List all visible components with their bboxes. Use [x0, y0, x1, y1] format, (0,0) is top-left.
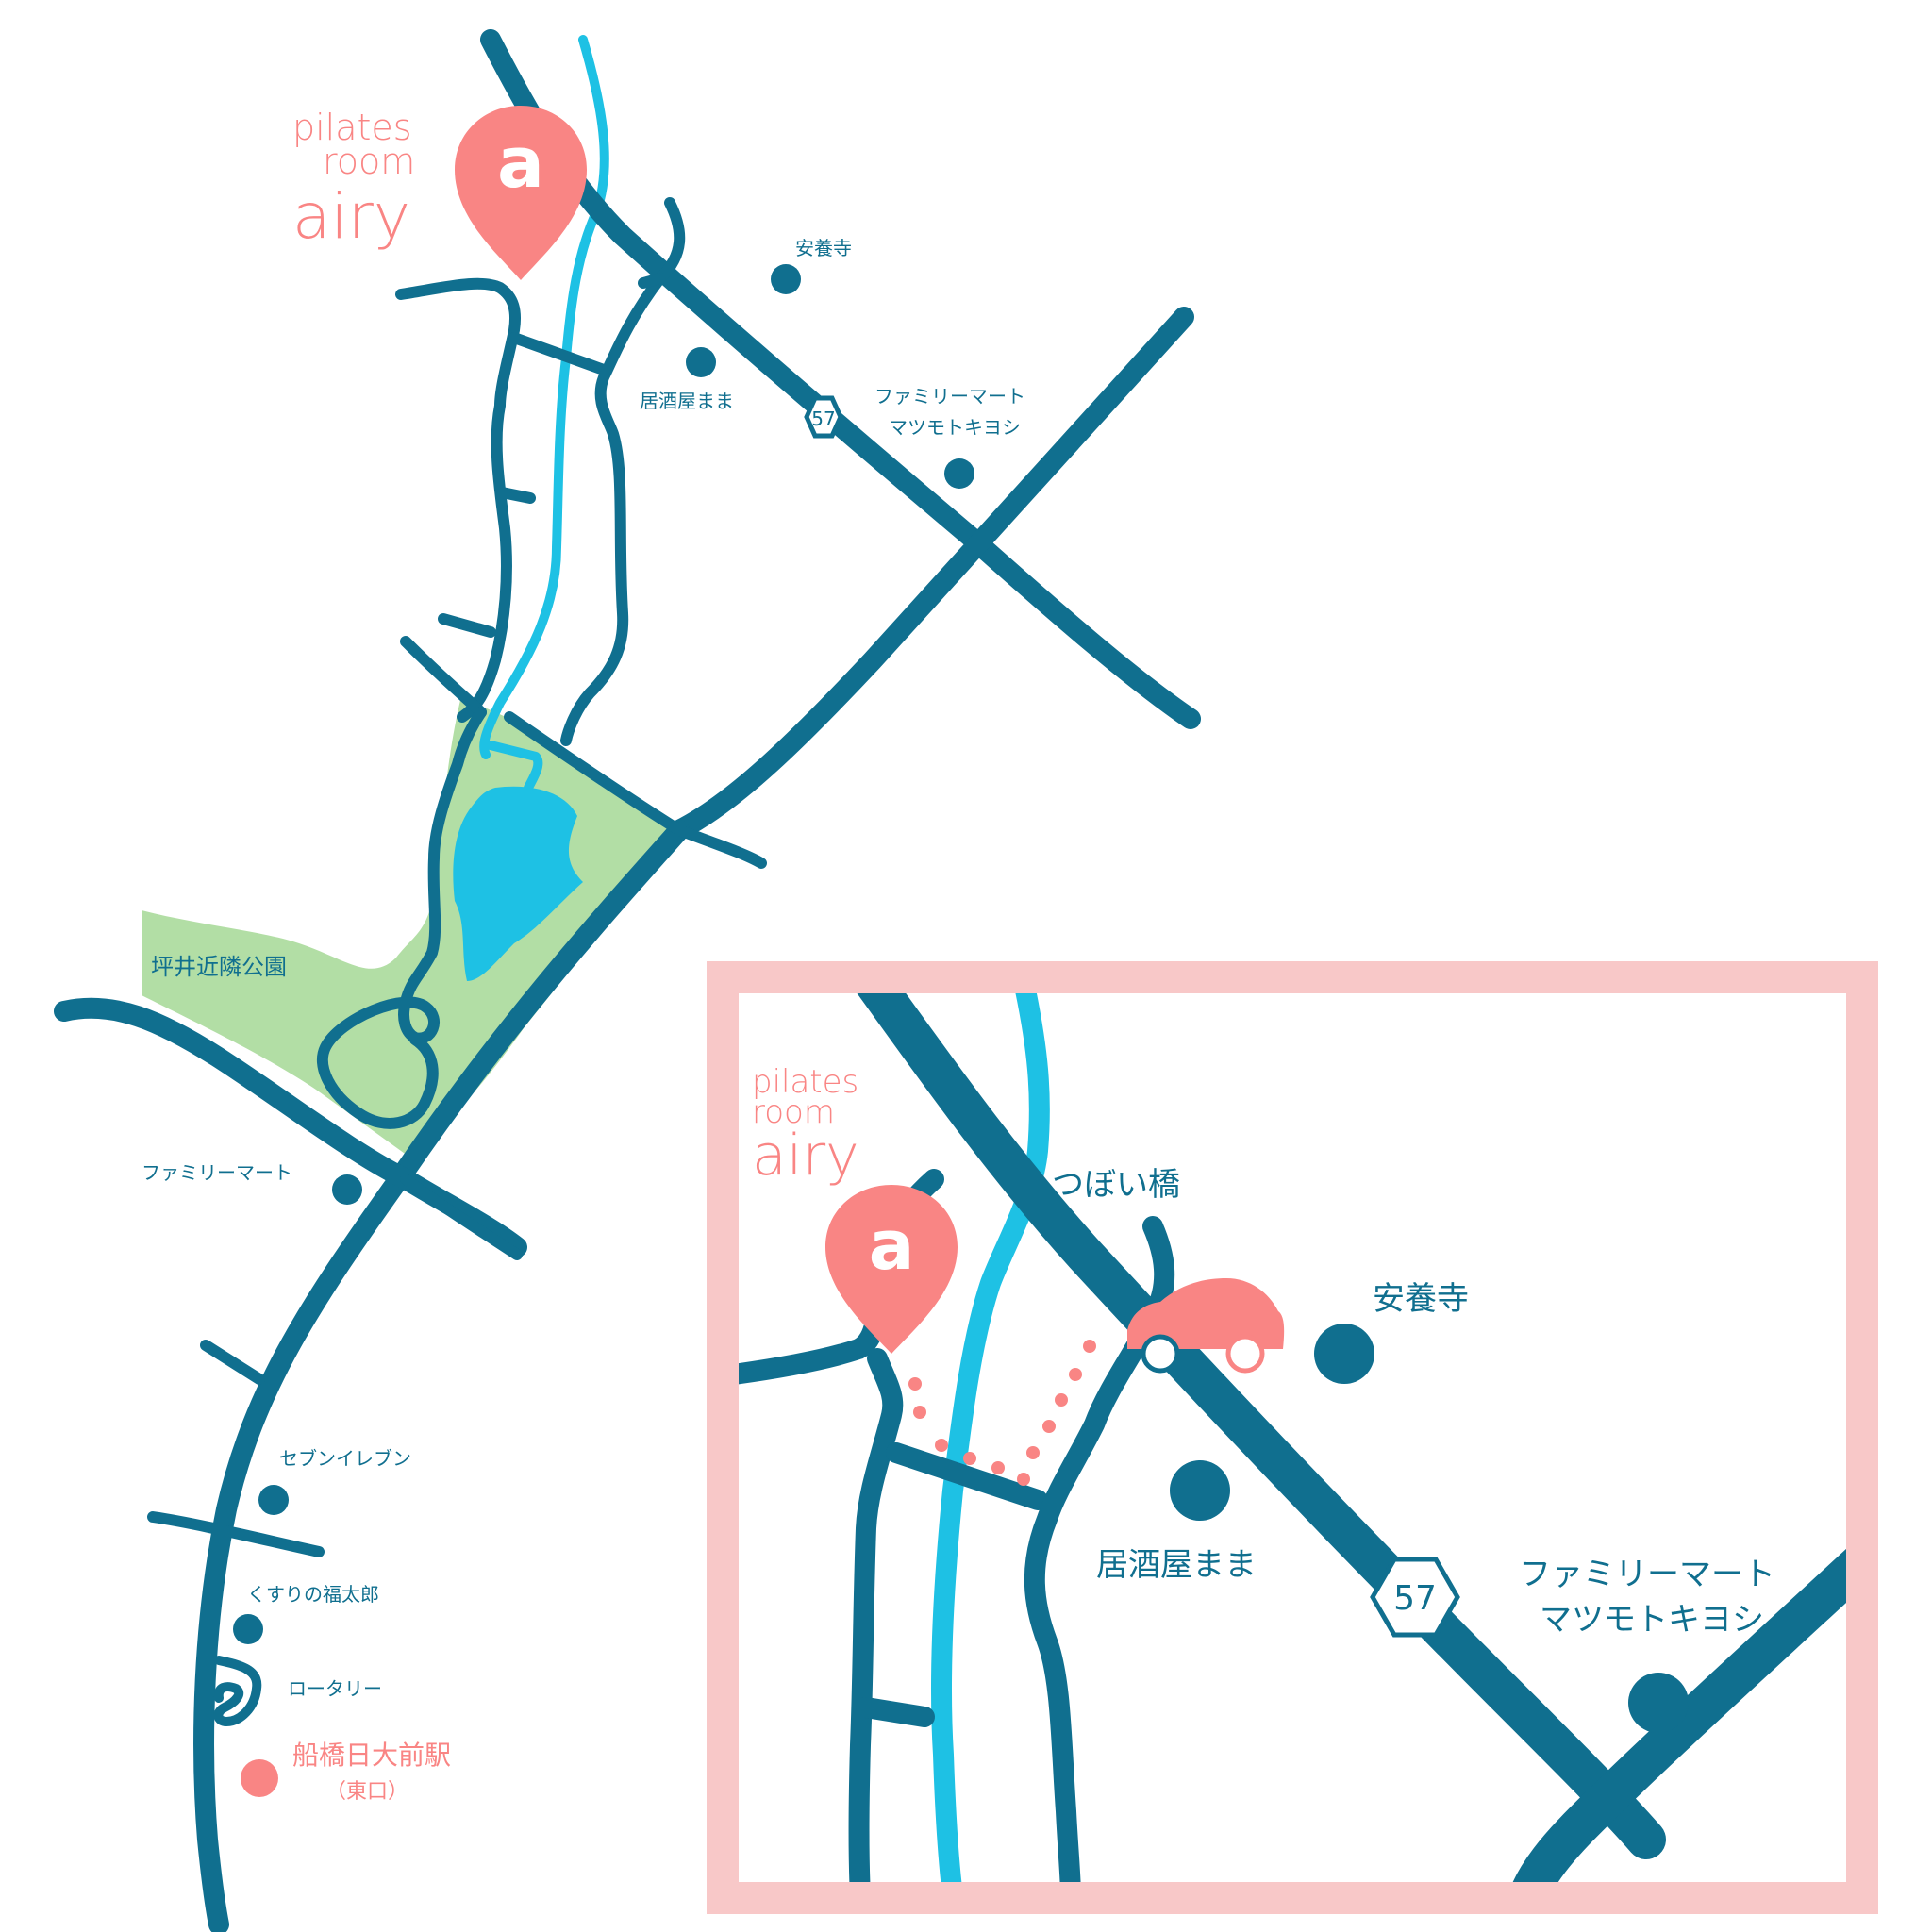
inset-familymart-line1: ファミリーマート — [1519, 1556, 1775, 1593]
izakaya-dot — [686, 347, 716, 377]
inset-route-57-badge: 57 — [1370, 1557, 1460, 1638]
kusuri-label: くすりの福太郎 — [247, 1583, 379, 1606]
familymart-south-dot — [332, 1174, 362, 1205]
inset-pin-letter: a — [869, 1206, 915, 1285]
inset-brand-line3: airy — [752, 1123, 859, 1189]
familymart-label-line2: マツモトキヨシ — [889, 416, 1021, 439]
street-north-east-stub — [638, 273, 666, 289]
inset-brand-line2: room — [752, 1093, 835, 1131]
brand-line2: room — [323, 141, 415, 182]
seven-eleven-label: セブンイレブン — [279, 1447, 411, 1470]
pin-letter: a — [497, 123, 544, 204]
inset-frame — [707, 961, 1878, 1914]
izakaya-label: 居酒屋まま — [640, 390, 734, 412]
pond — [453, 786, 583, 981]
inset-anyoji-label: 安養寺 — [1373, 1280, 1469, 1318]
main-diagonal-road — [193, 820, 690, 1932]
street-kusuri — [147, 1511, 325, 1557]
street-studio-west — [395, 277, 522, 723]
park-label: 坪井近隣公園 — [151, 954, 287, 980]
inset-route-57-road — [856, 992, 1666, 1859]
street-small-stub-2 — [438, 613, 496, 638]
river-inset — [931, 992, 1050, 1883]
inset-route-57-label: 57 — [1393, 1579, 1437, 1618]
inset-cross-road — [1512, 1547, 1847, 1883]
street-seven-eleven — [200, 1340, 265, 1385]
street-north-park — [400, 636, 487, 718]
street-studio-connector — [508, 332, 609, 375]
route-57-label: 57 — [811, 408, 835, 430]
inset-street-connector — [886, 1442, 1048, 1510]
station-exit-label: （東口） — [325, 1780, 408, 1804]
inset-street-west-down — [848, 1348, 904, 1883]
cross-road-ne — [669, 307, 1194, 841]
brand-line3: airy — [292, 180, 410, 253]
rotary-label: ロータリー — [288, 1677, 382, 1700]
rotary-icon — [213, 1656, 262, 1727]
inset-anyoji-dot — [1314, 1324, 1374, 1384]
route-57-road — [480, 29, 1201, 729]
inset-izakaya-dot — [1170, 1460, 1230, 1521]
park-loop — [316, 707, 487, 1129]
inset-small-stub — [856, 1697, 935, 1727]
inset-familymart-line2: マツモトキヨシ — [1540, 1601, 1764, 1639]
route-57-badge: 57 — [804, 395, 843, 439]
river-main — [479, 35, 609, 759]
inset-familymart-dot — [1628, 1673, 1689, 1733]
car-icon — [1127, 1278, 1285, 1374]
main-map: 57 安養寺 居酒屋まま ファミリーマート マツモトキヨシ 坪井近隣公園 ファミ… — [54, 29, 1201, 1932]
station-label: 船橋日大前駅 — [292, 1740, 451, 1771]
walking-route — [908, 1340, 1096, 1486]
anyoji-dot — [771, 264, 801, 294]
seven-eleven-dot — [258, 1485, 289, 1515]
familymart-south-label: ファミリーマート — [142, 1161, 292, 1184]
familymart-matsumoto-dot — [944, 458, 974, 489]
inset-izakaya-label: 居酒屋まま — [1096, 1546, 1257, 1584]
inset-bridge-label: つぼい橋 — [1052, 1166, 1180, 1204]
familymart-label-line1: ファミリーマート — [874, 385, 1025, 408]
river-channel — [486, 741, 543, 792]
kusuri-dot — [233, 1614, 263, 1644]
south-cross-road — [400, 1174, 523, 1260]
park-east-road — [504, 711, 767, 869]
street-small-stub-1 — [496, 487, 536, 504]
inset-map: 57 つぼい橋 安養寺 居酒屋まま ファミリーマート マツモトキヨシ pilat… — [707, 961, 1878, 1914]
map-pin-icon: a — [455, 106, 587, 280]
anyoji-label: 安養寺 — [795, 237, 852, 259]
station-dot — [241, 1759, 278, 1797]
brand-line1: pilates — [292, 107, 412, 148]
inset-map-pin-icon: a — [825, 1185, 958, 1354]
inset-brand-line1: pilates — [752, 1063, 858, 1101]
